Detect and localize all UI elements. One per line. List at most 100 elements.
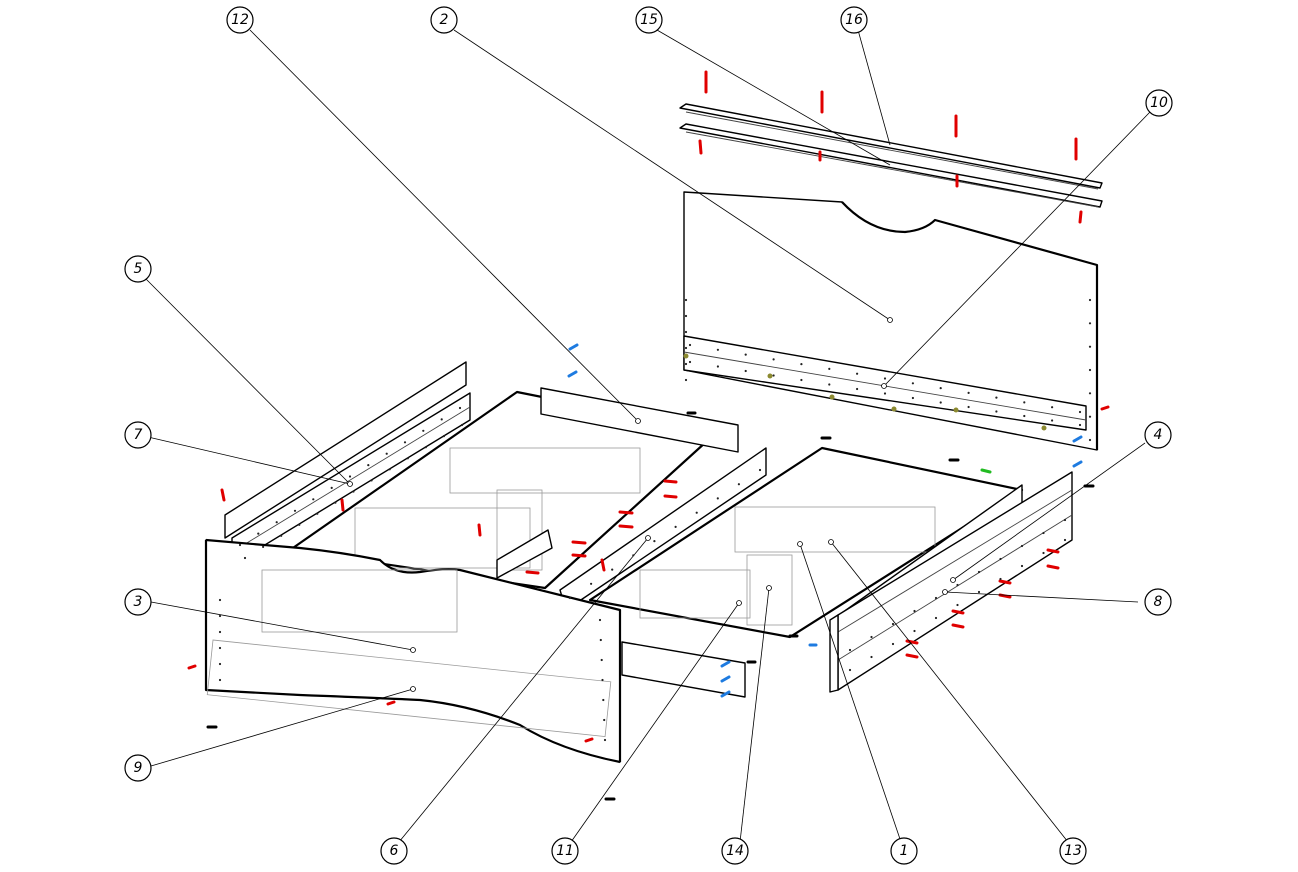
drill-hole [848,648,852,652]
drill-hole [334,501,337,504]
drill-hole [312,498,315,501]
drill-hole [967,391,970,394]
callout-4: 4 [1144,421,1172,449]
drill-hole [688,343,692,347]
drill-hole [870,655,873,659]
drill-hole [772,358,775,361]
drill-hole [1088,415,1092,418]
drill-hole [442,435,445,438]
drill-hole [848,668,852,672]
drill-hole [243,556,247,560]
drill-hole [422,429,425,432]
drill-hole [995,410,998,413]
drill-hole [348,475,352,478]
drill-holes [218,298,1092,742]
drill-hole [716,497,719,500]
drill-hole [1023,401,1026,404]
callout-13-label: 13 [1064,843,1082,859]
drill-hole [218,662,222,666]
drill-hole [218,614,222,618]
drill-hole [293,509,297,512]
drill-hole [911,396,915,400]
callout-16-label: 16 [845,12,863,28]
drill-hole [891,642,895,646]
drill-hole [684,314,688,318]
drill-hole [684,298,688,302]
callout-11: 11 [551,837,579,865]
drill-hole [999,557,1002,561]
drill-hole [653,540,656,543]
callout-7: 7 [124,421,152,449]
drill-hole [601,678,604,682]
drill-hole [1042,531,1045,535]
callout-5-label: 5 [134,261,143,277]
drill-hole [603,718,606,722]
callout-15: 15 [635,6,663,34]
drill-hole [1088,322,1092,325]
callout-2: 2 [430,6,458,34]
drill-hole [772,374,775,377]
drill-hole [1020,544,1024,548]
drill-hole [716,365,720,368]
drill-hole [1020,564,1024,568]
drill-hole [913,629,916,633]
drill-hole [1023,414,1026,418]
drill-hole [330,486,333,489]
drill-hole [744,353,747,356]
drill-hole [352,490,355,493]
drill-hole [218,630,222,634]
drill-hole [1051,419,1054,422]
drill-hole [1078,410,1082,414]
drill-hole [598,618,602,622]
callout-8: 8 [1144,588,1172,616]
drill-hole [316,512,319,515]
drill-hole [367,464,370,467]
drill-hole [828,367,831,370]
callout-6: 6 [380,837,408,865]
drill-hole [568,596,572,600]
drill-hole [967,405,970,409]
drill-hole [870,635,873,639]
leader-lines [144,29,1151,843]
drill-hole [856,372,859,375]
callout-11-label: 11 [556,843,574,859]
drill-hole [883,377,887,380]
drill-hole [1051,406,1054,409]
callout-13: 13 [1059,837,1087,865]
drill-hole [600,658,603,662]
drill-hole [977,590,981,594]
drill-hole [1063,538,1067,542]
drill-hole [1088,438,1092,442]
drill-hole [632,554,635,557]
drill-hole [280,534,283,537]
drill-hole [406,457,409,460]
callout-15-label: 15 [640,12,658,28]
drill-hole [460,423,464,427]
drill-hole [800,378,803,382]
drill-hole [602,698,605,702]
drill-hole [684,362,688,366]
callout-14-label: 14 [726,843,744,859]
hardware-black [206,411,1095,801]
drill-hole [298,523,301,526]
left-drawer [288,387,739,590]
drill-hole [956,583,959,587]
drill-hole [1088,298,1092,302]
drill-hole [891,622,895,626]
drill-hole [385,452,388,455]
callout-12-label: 12 [231,12,249,28]
drill-hole [458,406,462,410]
callout-5: 5 [124,255,152,283]
callout-7-label: 7 [134,427,143,443]
drill-hole [758,468,762,472]
drill-hole [599,638,602,642]
callout-6-label: 6 [390,843,399,859]
hardware-green [980,468,992,474]
drill-hole [1088,368,1092,372]
drill-hole [684,346,688,350]
drill-hole [999,577,1002,581]
drill-hole [913,609,916,613]
drill-hole [934,596,938,600]
drill-hole [388,468,391,471]
